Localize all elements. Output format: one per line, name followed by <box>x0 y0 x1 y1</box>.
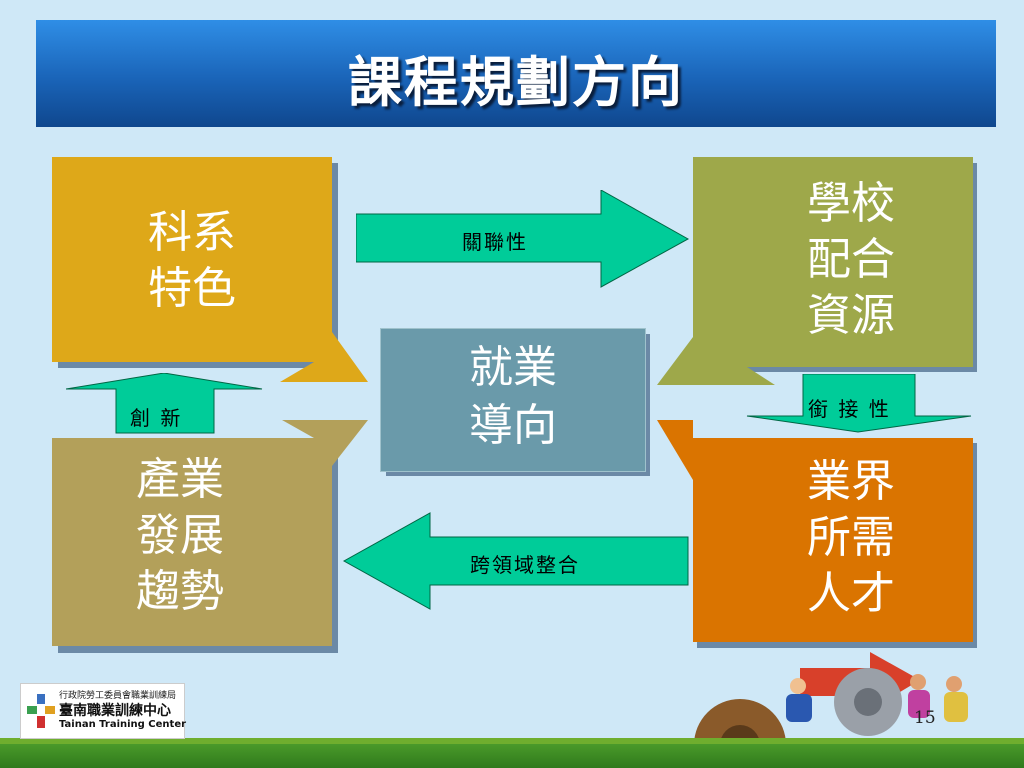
title-bar: 課程規劃方向 <box>36 20 996 127</box>
school-resources-box <box>657 157 973 385</box>
box-shape <box>657 157 973 385</box>
connection-arrow <box>746 374 972 433</box>
industry-trend-label: 產業 發展 趨勢 <box>136 454 224 617</box>
department-feature-label: 科系 特色 <box>148 207 236 314</box>
arrow-shape <box>66 373 263 434</box>
person-icon <box>786 678 812 722</box>
integration-label: 跨領域整合 <box>470 553 580 577</box>
logo-center-name: 臺南職業訓練中心 <box>59 703 171 719</box>
box-shape <box>657 420 973 642</box>
box-shape <box>52 420 368 646</box>
integration-arrow <box>342 512 689 610</box>
employment-oriented-box: 就業 導向 <box>380 328 646 472</box>
industry-trend-box <box>52 420 368 646</box>
industry-talent-box <box>657 420 973 642</box>
person-icon <box>944 676 968 722</box>
arrow-shape <box>746 374 972 433</box>
arrow-shape <box>356 190 690 288</box>
relevance-arrow <box>356 190 690 288</box>
small-gear-icon <box>834 668 902 736</box>
page-number: 15 <box>914 708 936 728</box>
relevance-label: 關聯性 <box>462 230 528 254</box>
center-logo: 行政院勞工委員會職業訓練局 臺南職業訓練中心 Tainan Training C… <box>20 683 187 739</box>
teamwork-gears-illustration <box>694 652 968 744</box>
arrow-shape <box>342 512 689 610</box>
school-resources-label: 學校 配合 資源 <box>807 178 895 341</box>
logo-emblem-icon <box>27 694 55 728</box>
industry-talent-label: 業界 所需 人才 <box>807 456 895 619</box>
department-feature-box <box>52 157 368 382</box>
connection-label: 銜 接 性 <box>808 397 891 421</box>
innovation-arrow <box>66 373 263 434</box>
footer-band <box>0 744 1024 768</box>
person-icon <box>908 674 930 718</box>
box-shape <box>52 157 368 382</box>
slide-title: 課程規劃方向 <box>348 51 684 114</box>
employment-oriented-label: 就業 導向 <box>469 342 557 451</box>
innovation-label: 創 新 <box>130 406 183 430</box>
logo-english-name: Tainan Training Center <box>59 719 187 730</box>
footer-line <box>0 738 1024 744</box>
logo-agency-text: 行政院勞工委員會職業訓練局 <box>59 691 177 701</box>
